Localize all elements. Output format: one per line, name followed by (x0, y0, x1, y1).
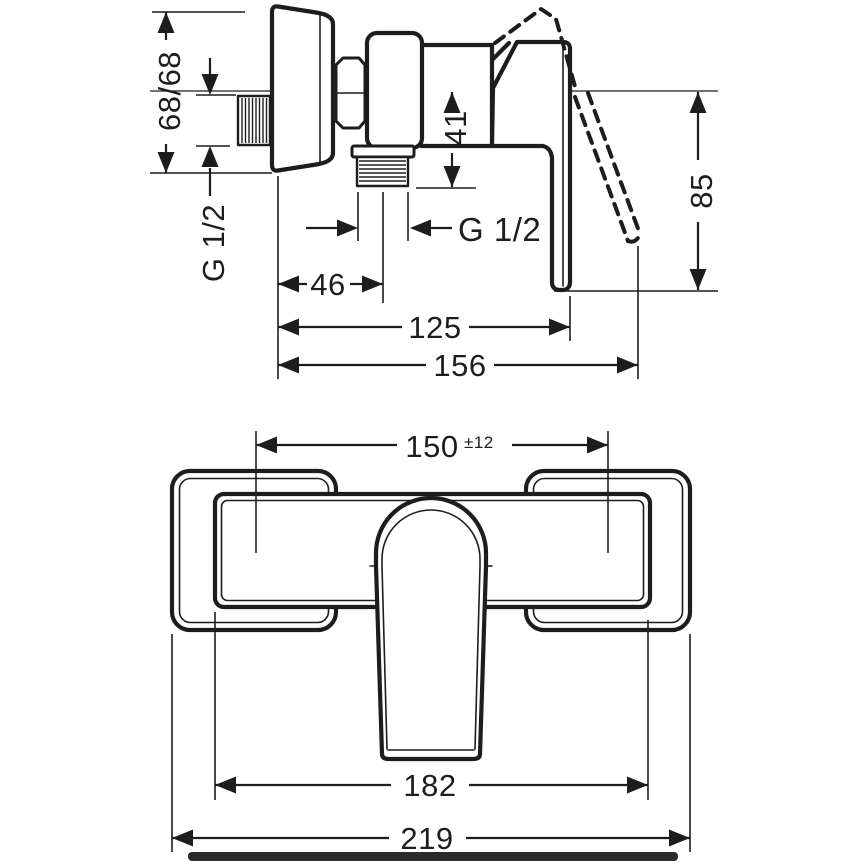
dim-219-label: 219 (400, 821, 453, 856)
dim-41-label: 41 (438, 110, 473, 145)
dim-68-68-label: 68/68 (152, 51, 187, 131)
dim-46-label: 46 (310, 267, 345, 302)
dim-182-label: 182 (403, 768, 456, 803)
handle-pivot-line (490, 40, 512, 62)
outlet-collar (350, 144, 416, 159)
dim-219: 219 (171, 634, 691, 856)
dim-125: 125 (278, 296, 571, 345)
dim-150-label: 150 (405, 429, 458, 464)
dim-g12-wall: G 1/2 (196, 58, 236, 282)
dim-125-label: 125 (408, 310, 461, 345)
dim-46: 46 (278, 192, 384, 303)
front-view: 150 ±12 182 219 (169, 429, 693, 856)
dim-150-tolerance-label: ±12 (464, 433, 494, 452)
dim-g12-wall-label: G 1/2 (196, 204, 231, 282)
dim-g12-outlet-label: G 1/2 (458, 211, 541, 248)
handle-open-dashed (493, 7, 642, 244)
dim-85-label: 85 (684, 173, 719, 208)
footer-bar (188, 852, 678, 861)
dim-150: 150 ±12 (255, 429, 609, 553)
mixer-body (418, 42, 495, 149)
dim-85: 85 (554, 92, 719, 292)
handle-front (369, 495, 493, 762)
dim-156: 156 (278, 246, 639, 383)
side-view: 68/68 G 1/2 41 (150, 4, 719, 383)
dim-182: 182 (214, 612, 649, 803)
cartridge-body (364, 30, 425, 151)
escutcheon-side (269, 4, 336, 173)
dim-68-68: 68/68 (150, 11, 272, 174)
hex-nut (334, 56, 367, 130)
handle-side (489, 39, 573, 293)
dim-41: 41 (416, 92, 476, 189)
wall-thread (236, 94, 272, 147)
dim-156-label: 156 (433, 348, 486, 383)
dim-g12-outlet: G 1/2 (306, 192, 541, 248)
outlet-thread (355, 155, 410, 188)
